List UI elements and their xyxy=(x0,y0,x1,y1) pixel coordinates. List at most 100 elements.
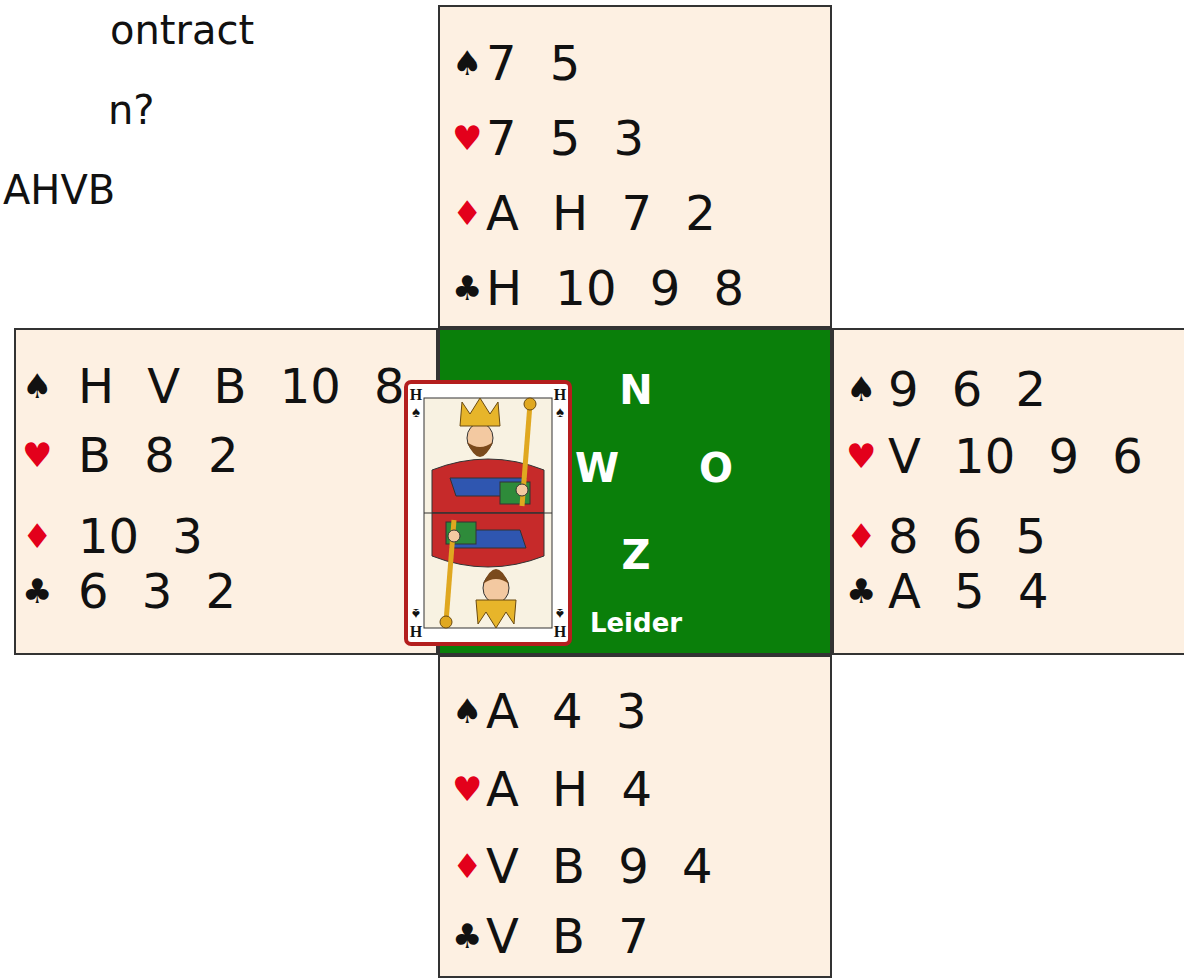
card-holding: A H 4 xyxy=(486,762,652,817)
card-holding: V B 7 xyxy=(486,909,649,964)
text-slot: 10 3 xyxy=(78,509,203,564)
text-slot: ♣ xyxy=(452,917,482,956)
text-slot: Z xyxy=(621,532,650,578)
playing-card: H♠H♠H♠H♠ xyxy=(404,380,572,646)
hand-box: ♠ H V B 10 8 ♥ B 8 2 ♦ 10 3 ♣ 6 3 2 xyxy=(14,328,438,655)
text-slot: ♠ xyxy=(556,604,564,621)
text-slot: ♠ xyxy=(22,367,52,406)
suit-symbol: ♦ xyxy=(452,194,482,233)
text-slot: ♥ xyxy=(22,436,52,475)
card-index-rank: H xyxy=(554,622,566,640)
text-slot: ♠ xyxy=(556,404,564,421)
text-slot: B 8 2 xyxy=(78,428,239,483)
text-slot: H xyxy=(410,622,422,640)
text-slot: ♦ xyxy=(22,517,52,556)
suit-symbol: ♣ xyxy=(846,572,876,611)
suit-symbol: ♠ xyxy=(452,44,482,83)
suit-symbol: ♣ xyxy=(22,572,52,611)
text-slot: 7 5 3 xyxy=(486,111,644,166)
text-slot: ♣ xyxy=(452,269,482,308)
card-holding: B 8 2 xyxy=(78,428,239,483)
text-slot: V B 9 4 xyxy=(486,839,713,894)
heading-fragment: n? xyxy=(108,87,155,133)
compass-letter: W xyxy=(575,445,619,491)
card-index-suit: ♠ xyxy=(556,404,564,421)
card-index-suit: ♠ xyxy=(412,404,420,421)
text-slot: A H 4 xyxy=(486,762,652,817)
suit-symbol: ♦ xyxy=(846,517,876,556)
text-slot: V 10 9 6 xyxy=(888,429,1143,484)
hand-box: ♠ 9 6 2 ♥ V 10 9 6 ♦ 8 6 5 ♣ A 5 4 xyxy=(832,328,1184,655)
text-slot: 7 5 xyxy=(486,36,580,91)
suit-symbol: ♥ xyxy=(452,119,482,158)
card-holding: H V B 10 8 xyxy=(78,359,405,414)
suit-symbol: ♣ xyxy=(452,269,482,308)
suit-symbol: ♥ xyxy=(846,437,876,476)
text-slot: ♦ xyxy=(846,517,876,556)
card-index-rank: H xyxy=(410,622,422,640)
card-holding: 7 5 xyxy=(486,36,580,91)
text-slot: ♠ xyxy=(452,44,482,83)
text-slot: ♥ xyxy=(846,437,876,476)
suit-symbol: ♦ xyxy=(452,847,482,886)
card-index-suit: ♠ xyxy=(556,604,564,621)
hand-box: ♠A 4 3♥A H 4♦V B 9 4♣V B 7 xyxy=(438,655,832,978)
text-slot: A H 7 2 xyxy=(486,186,716,241)
heading-fragment: AHVB xyxy=(3,167,115,213)
text-slot: W xyxy=(575,445,619,491)
card-holding: A 5 4 xyxy=(888,564,1048,619)
text-slot: H xyxy=(410,386,422,404)
leader-label: Leider xyxy=(590,609,682,639)
text-slot: A 4 3 xyxy=(486,684,646,739)
text-slot: ♠ xyxy=(452,692,482,731)
card-holding: V B 9 4 xyxy=(486,839,713,894)
card-index-suit: ♠ xyxy=(412,604,420,621)
table-center: NW O Z Leider xyxy=(438,328,832,655)
text-slot: N xyxy=(619,367,652,413)
text-slot: ♦ xyxy=(452,194,482,233)
text-slot: ♣ xyxy=(846,572,876,611)
card-holding: H 10 9 8 xyxy=(486,261,744,316)
text-slot: V B 7 xyxy=(486,909,649,964)
card-index-rank: H xyxy=(410,386,422,404)
card-holding: A H 7 2 xyxy=(486,186,716,241)
card-holding: 7 5 3 xyxy=(486,111,644,166)
text-slot: ♦ xyxy=(452,847,482,886)
card-index-rank: H xyxy=(554,386,566,404)
compass-letter: Z xyxy=(621,532,650,578)
text-slot: H V B 10 8 xyxy=(78,359,405,414)
text-slot: H 10 9 8 xyxy=(486,261,744,316)
card-holding: 8 6 5 xyxy=(888,509,1046,564)
text-slot: ♣ xyxy=(22,572,52,611)
text-slot: H xyxy=(554,622,566,640)
card-holding: 6 3 2 xyxy=(78,564,236,619)
text-slot: ♥ xyxy=(452,119,482,158)
suit-symbol: ♥ xyxy=(22,436,52,475)
compass-letter: N xyxy=(619,367,652,413)
text-slot: H xyxy=(554,386,566,404)
card-holding: 9 6 2 xyxy=(888,362,1046,417)
text-slot: n? xyxy=(108,87,155,133)
card-holding: 10 3 xyxy=(78,509,203,564)
hand-box: ♠7 5♥7 5 3♦A H 7 2♣H 10 9 8 xyxy=(438,5,832,328)
text-slot: 9 6 2 xyxy=(888,362,1046,417)
text-slot: 6 3 2 xyxy=(78,564,236,619)
heading-fragment: ontract xyxy=(110,7,254,53)
suit-symbol: ♠ xyxy=(846,370,876,409)
card-holding: A 4 3 xyxy=(486,684,646,739)
text-slot: ♠ xyxy=(412,604,420,621)
text-slot: ♠ xyxy=(412,404,420,421)
text-slot: ontract xyxy=(110,7,254,53)
text-slot: AHVB xyxy=(3,167,115,213)
compass-letter: O xyxy=(699,445,733,491)
suit-symbol: ♥ xyxy=(452,770,482,809)
text-slot: O xyxy=(699,445,733,491)
text-slot: ♥ xyxy=(452,770,482,809)
text-slot: 8 6 5 xyxy=(888,509,1046,564)
text-slot: ♠ xyxy=(846,370,876,409)
suit-symbol: ♠ xyxy=(452,692,482,731)
text-slot: Leider xyxy=(590,609,682,639)
suit-symbol: ♠ xyxy=(22,367,52,406)
suit-symbol: ♣ xyxy=(452,917,482,956)
